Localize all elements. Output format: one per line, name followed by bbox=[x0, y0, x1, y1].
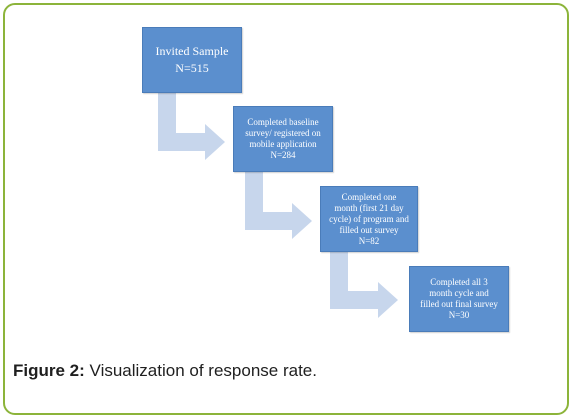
box-line: cycle) of program and bbox=[329, 213, 409, 224]
box-count: N=30 bbox=[448, 310, 470, 320]
box-line: filled out final survey bbox=[420, 299, 498, 309]
arrow-2-to-3 bbox=[245, 172, 312, 239]
one-month-survey-box: Completed one month (first 21 day cycle)… bbox=[320, 186, 418, 252]
box-count: N=284 bbox=[270, 150, 296, 160]
figure-caption: Figure 2: Visualization of response rate… bbox=[13, 361, 317, 381]
invited-sample-box: Invited Sample N=515 bbox=[142, 27, 242, 93]
box-line: Completed all 3 bbox=[430, 277, 488, 287]
box-line: filled out survey bbox=[339, 224, 399, 235]
box-line: Completed baseline bbox=[247, 117, 319, 127]
arrow-3-to-4 bbox=[330, 252, 398, 318]
figure-frame bbox=[3, 3, 569, 415]
box-line: month cycle and bbox=[429, 288, 489, 298]
arrow-1-to-2 bbox=[158, 93, 225, 160]
box-line: month (first 21 day bbox=[334, 202, 404, 213]
box-line: mobile application bbox=[249, 139, 317, 149]
figure-caption-text: Visualization of response rate. bbox=[89, 361, 317, 380]
baseline-survey-box: Completed baseline survey/ registered on… bbox=[233, 106, 333, 172]
box-count: N=515 bbox=[175, 61, 209, 75]
box-line: Completed one bbox=[341, 191, 397, 202]
box-line: survey/ registered on bbox=[245, 128, 321, 138]
box-line: Invited Sample bbox=[155, 44, 229, 58]
figure-caption-label: Figure 2: bbox=[13, 361, 85, 380]
final-survey-box: Completed all 3 month cycle and filled o… bbox=[409, 266, 509, 332]
box-count: N=82 bbox=[358, 235, 380, 246]
